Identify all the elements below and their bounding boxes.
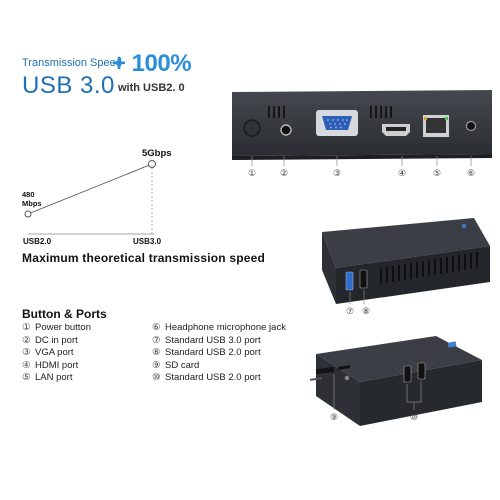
side-vent xyxy=(380,252,478,284)
rear-port-numbers: ① ② ③ ④ ⑤ ⑥ xyxy=(248,168,475,178)
svg-text:③: ③ xyxy=(333,168,341,178)
usb2-axis-label: USB2.0 xyxy=(23,237,52,246)
usb2-side-port xyxy=(359,269,368,289)
usb3-port xyxy=(345,271,354,291)
usb2-speed-value: 480 xyxy=(22,190,35,199)
svg-text:⑩: ⑩ xyxy=(410,412,418,422)
vga-port xyxy=(322,116,352,130)
headline-percent: + 100% xyxy=(112,50,192,77)
rear-vent-left xyxy=(268,106,285,118)
svg-text:⑤: ⑤ xyxy=(433,168,441,178)
svg-text:①: ① xyxy=(248,168,256,178)
svg-text:⑨: ⑨ xyxy=(330,412,338,422)
usb2-front-port-1 xyxy=(403,365,412,383)
usb2-speed-unit: Mbps xyxy=(22,199,42,208)
headphone-jack xyxy=(465,120,477,132)
rear-panel-device-image: ① ② ③ ④ ⑤ ⑥ xyxy=(232,90,492,178)
side-device-front xyxy=(336,246,490,304)
front-device-top xyxy=(316,336,482,382)
usb3-axis-label: USB3.0 xyxy=(133,237,162,246)
sd-card-slot xyxy=(315,366,335,375)
rear-vent-middle xyxy=(370,106,392,118)
usb2-point xyxy=(24,210,32,218)
headline-usb3: USB 3.0 xyxy=(22,72,115,99)
side-callout-lines xyxy=(349,290,365,304)
headline-with-usb2: with USB2. 0 xyxy=(118,82,185,94)
dc-in-port xyxy=(280,124,292,136)
rear-panel-base xyxy=(232,154,492,160)
speed-comparison-graphic: 5Gbps 480 Mbps USB2.0 USB3.0 xyxy=(22,148,172,246)
rear-callout-lines xyxy=(251,156,472,166)
side-port-numbers: ⑦ ⑧ xyxy=(346,306,370,316)
legend-title: Button & Ports xyxy=(22,307,107,321)
side-device-left xyxy=(322,232,336,304)
usb3-speed-label: 5Gbps xyxy=(142,148,172,159)
vga-pins xyxy=(327,119,348,129)
rear-panel-body xyxy=(232,90,492,156)
side-panel-device-image: ⑦ ⑧ xyxy=(322,218,490,316)
svg-text:⑧: ⑧ xyxy=(362,306,370,316)
front-callout-lines xyxy=(333,374,422,410)
front-panel-device-image: ⑨ ⑩ xyxy=(309,336,482,426)
svg-text:④: ④ xyxy=(398,168,406,178)
speed-trend-line xyxy=(27,163,153,215)
side-device-top xyxy=(322,218,490,268)
chart-caption: Maximum theoretical transmission speed xyxy=(22,251,266,265)
front-logo-icon xyxy=(344,375,350,381)
power-button xyxy=(243,119,261,137)
headline-small-text: Transmission Speed xyxy=(22,57,122,69)
svg-text:②: ② xyxy=(280,168,288,178)
usb2-front-port-2 xyxy=(417,362,426,380)
svg-text:⑥: ⑥ xyxy=(467,168,475,178)
svg-text:⑦: ⑦ xyxy=(346,306,354,316)
front-port-numbers: ⑨ ⑩ xyxy=(330,412,418,422)
